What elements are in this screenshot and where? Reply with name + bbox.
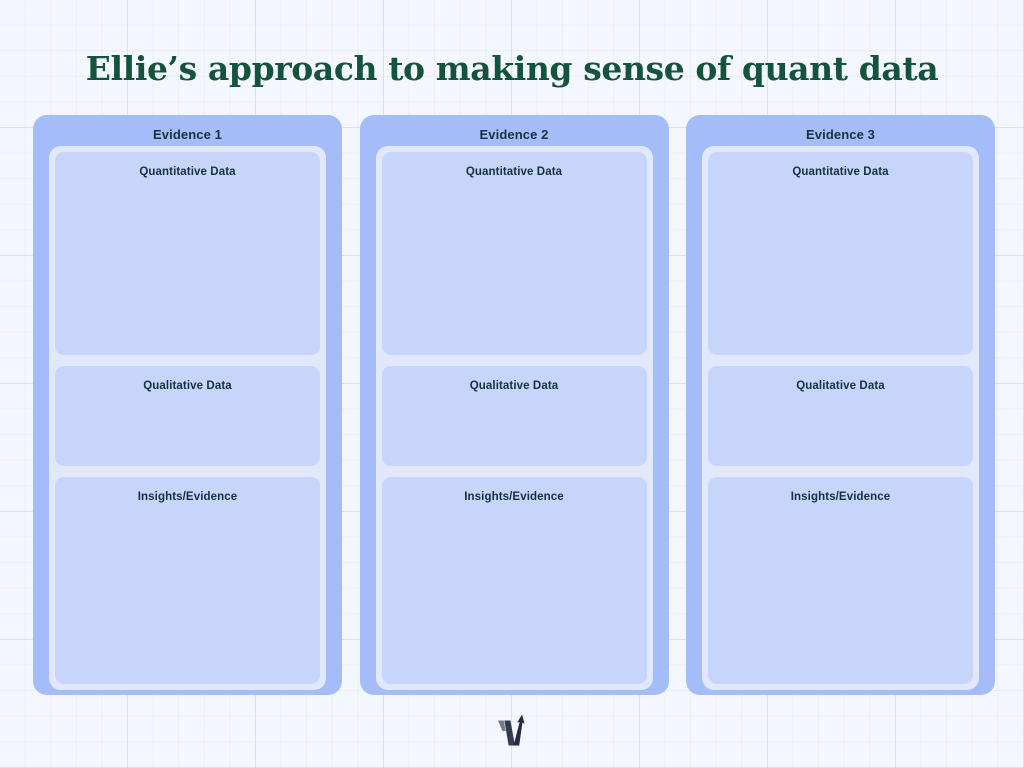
- slot-quantitative-data-3[interactable]: Quantitative Data: [708, 152, 973, 355]
- evidence-card-2[interactable]: Evidence 2 Quantitative Data Qualitative…: [359, 115, 669, 695]
- slot-qualitative-data-2[interactable]: Qualitative Data: [381, 366, 647, 466]
- evidence-card-1[interactable]: Evidence 1 Quantitative Data Qualitative…: [33, 115, 342, 695]
- evidence-card-2-title: Evidence 2: [479, 127, 549, 142]
- evidence-card-2-panel: Quantitative Data Qualitative Data Insig…: [375, 146, 653, 690]
- slot-label: Qualitative Data: [796, 380, 885, 392]
- slot-label: Qualitative Data: [143, 380, 232, 392]
- slot-label: Insights/Evidence: [790, 491, 891, 503]
- brand-w-mark-logo: [495, 712, 529, 750]
- slot-label: Qualitative Data: [469, 380, 559, 392]
- slot-insights-evidence-3[interactable]: Insights/Evidence: [708, 477, 973, 684]
- slot-label: Insights/Evidence: [464, 491, 564, 503]
- evidence-card-1-panel: Quantitative Data Qualitative Data Insig…: [49, 146, 326, 690]
- slot-quantitative-data-2[interactable]: Quantitative Data: [381, 152, 647, 355]
- evidence-card-3-panel: Quantitative Data Qualitative Data Insig…: [702, 146, 979, 690]
- slot-label: Insights/Evidence: [137, 491, 238, 503]
- slot-quantitative-data-1[interactable]: Quantitative Data: [55, 152, 320, 355]
- slot-label: Quantitative Data: [465, 166, 563, 178]
- slot-qualitative-data-1[interactable]: Qualitative Data: [55, 366, 320, 466]
- slot-insights-evidence-2[interactable]: Insights/Evidence: [381, 477, 647, 684]
- slot-label: Quantitative Data: [139, 166, 236, 178]
- evidence-card-3[interactable]: Evidence 3 Quantitative Data Qualitative…: [686, 115, 995, 695]
- evidence-card-1-title: Evidence 1: [153, 127, 222, 142]
- page-title: Ellie’s approach to making sense of quan…: [85, 49, 939, 88]
- slot-insights-evidence-1[interactable]: Insights/Evidence: [55, 477, 320, 684]
- evidence-card-3-title: Evidence 3: [806, 127, 875, 142]
- slot-label: Quantitative Data: [792, 166, 889, 178]
- evidence-columns: Evidence 1 Quantitative Data Qualitative…: [33, 115, 995, 695]
- slot-qualitative-data-3[interactable]: Qualitative Data: [708, 366, 973, 466]
